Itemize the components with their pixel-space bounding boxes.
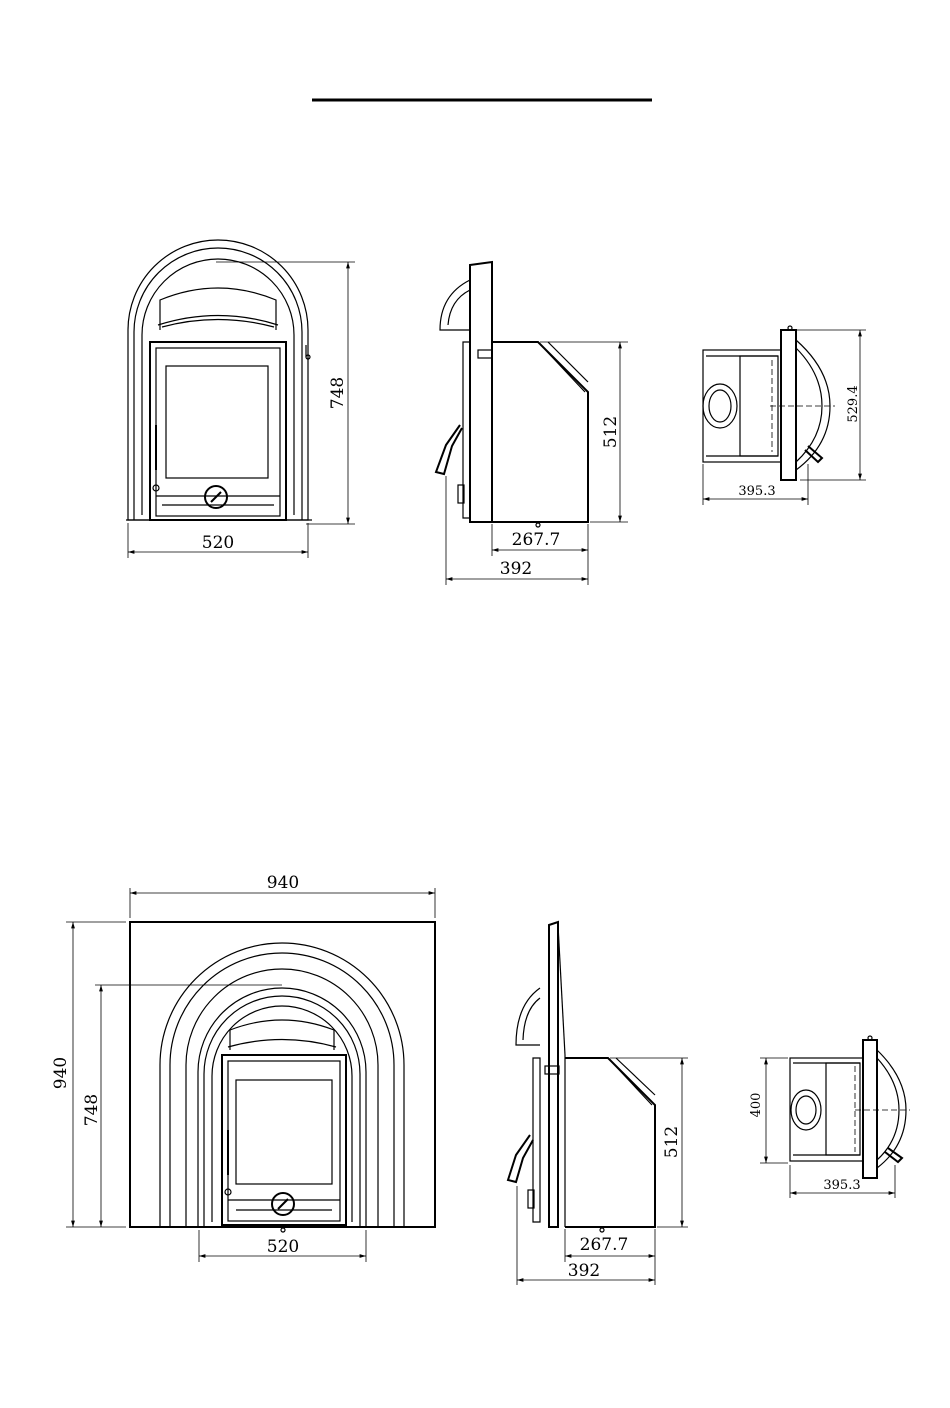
front-bottom-height-label: 748 (82, 1094, 102, 1126)
side-bottom-depth-inner-label: 267.7 (580, 1235, 629, 1255)
top-bottom-depth-label: 400 (749, 1093, 764, 1118)
front-view-bottom: 940 940 748 520 (51, 873, 435, 1262)
side-view-top: 512 267.7 392 (436, 262, 628, 585)
front-bottom-surround-width-label: 940 (267, 873, 299, 893)
top-view-bottom: 400 395.3 (749, 1036, 910, 1198)
front-bottom-surround-height-label: 940 (51, 1057, 71, 1089)
top-bottom-width-label: 395.3 (823, 1178, 860, 1193)
front-top-width-label: 520 (202, 533, 234, 553)
top-top-width-label: 395.3 (738, 484, 775, 499)
side-top-height-label: 512 (601, 416, 621, 448)
side-top-depth-total-label: 392 (500, 559, 532, 579)
front-view-top: 748 520 (126, 240, 355, 558)
side-bottom-height-label: 512 (662, 1126, 682, 1158)
side-top-depth-inner-label: 267.7 (512, 530, 561, 550)
front-top-height-label: 748 (328, 377, 348, 409)
top-view-top: 529.4 395.3 (703, 326, 866, 505)
top-top-depth-label: 529.4 (846, 385, 861, 422)
side-view-bottom: 512 267.7 392 (508, 922, 688, 1285)
side-bottom-depth-total-label: 392 (568, 1261, 600, 1281)
front-bottom-width-label: 520 (267, 1237, 299, 1257)
